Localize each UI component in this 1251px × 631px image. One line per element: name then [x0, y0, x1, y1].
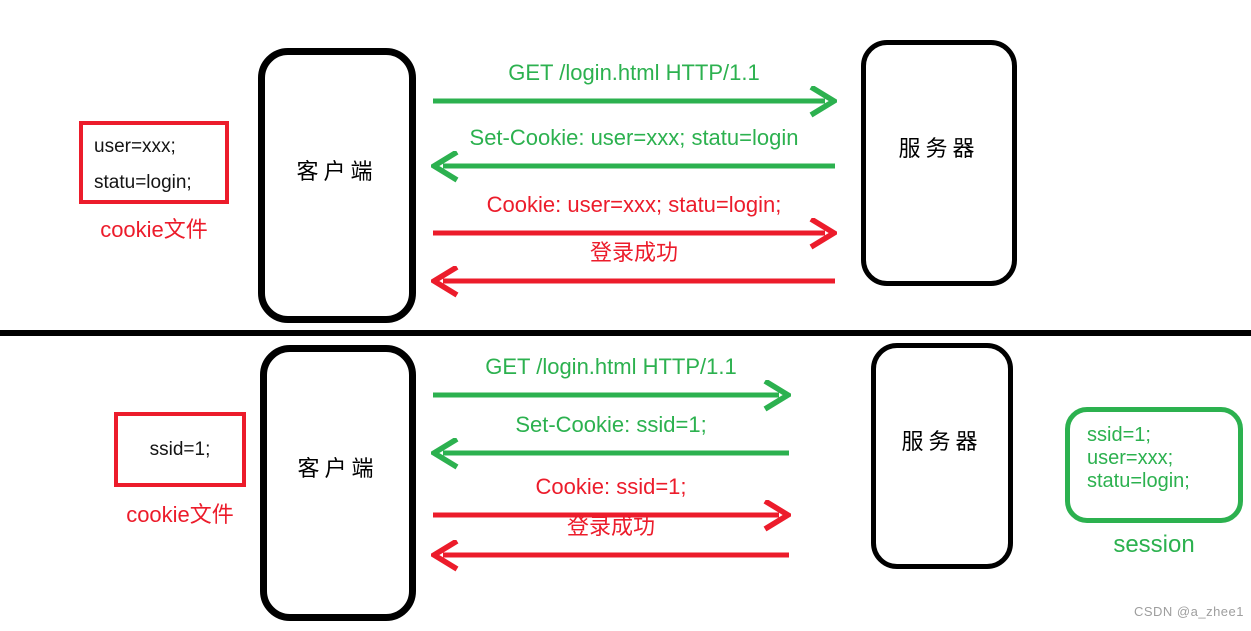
top-cookie-file-label: cookie文件 [100, 217, 208, 242]
right-arrow-icon [433, 380, 791, 412]
top-msg-get-label: GET /login.html HTTP/1.1 [508, 60, 760, 85]
session-line-3: statu=login; [1087, 470, 1190, 492]
top-msg-success-label: 登录成功 [589, 240, 678, 265]
top-msg-cookie-request: Cookie: user=xxx; statu=login; [431, 192, 837, 250]
bottom-msg-login-success: 登录成功 [431, 514, 791, 572]
bottom-msg-cookie-request: Cookie: ssid=1; [431, 474, 791, 532]
bottom-msg-set-cookie-label: Set-Cookie: ssid=1; [515, 412, 707, 437]
right-arrow-icon [433, 218, 837, 250]
bottom-msg-success-label: 登录成功 [566, 514, 655, 539]
top-cookie-line-1: user=xxx; [94, 136, 176, 157]
watermark-text: CSDN @a_zhee1 [1133, 604, 1244, 619]
bottom-msg-get-label: GET /login.html HTTP/1.1 [485, 354, 737, 379]
top-msg-set-cookie-label: Set-Cookie: user=xxx; statu=login [469, 125, 799, 150]
left-arrow-icon [431, 438, 789, 470]
session-line-2: user=xxx; [1087, 447, 1174, 469]
session-line-1: ssid=1; [1087, 424, 1151, 446]
bottom-msg-set-cookie-response: Set-Cookie: ssid=1; [431, 412, 791, 470]
session-store-label: session [1113, 531, 1195, 558]
top-client-box: 客户端 [258, 48, 416, 323]
top-server-label: 服务器 [898, 136, 980, 161]
top-msg-set-cookie-response: Set-Cookie: user=xxx; statu=login [431, 125, 837, 183]
left-arrow-icon [431, 151, 835, 183]
section-divider [0, 330, 1251, 336]
bottom-server-label: 服务器 [901, 429, 983, 454]
bottom-client-label: 客户端 [297, 456, 379, 481]
top-msg-get-request: GET /login.html HTTP/1.1 [431, 60, 837, 118]
top-client-label: 客户端 [296, 158, 378, 184]
top-cookie-file-box: user=xxx; statu=login; [79, 121, 229, 204]
bottom-cookie-line-1: ssid=1; [149, 438, 211, 460]
bottom-cookie-file-label: cookie文件 [126, 502, 234, 527]
top-cookie-line-2: statu=login; [94, 172, 192, 193]
session-store-box: ssid=1; user=xxx; statu=login; [1065, 407, 1243, 523]
left-arrow-icon [431, 540, 789, 572]
bottom-cookie-file-box: ssid=1; [114, 412, 246, 487]
bottom-msg-cookie-label: Cookie: ssid=1; [535, 474, 687, 499]
top-msg-cookie-label: Cookie: user=xxx; statu=login; [486, 192, 782, 217]
bottom-client-box: 客户端 [260, 345, 416, 621]
right-arrow-icon [433, 500, 791, 532]
top-msg-login-success: 登录成功 [431, 240, 837, 298]
top-server-box: 服务器 [861, 40, 1017, 286]
bottom-msg-get-request: GET /login.html HTTP/1.1 [431, 354, 791, 412]
bottom-server-box: 服务器 [871, 343, 1013, 569]
right-arrow-icon [433, 86, 837, 118]
left-arrow-icon [431, 266, 835, 298]
